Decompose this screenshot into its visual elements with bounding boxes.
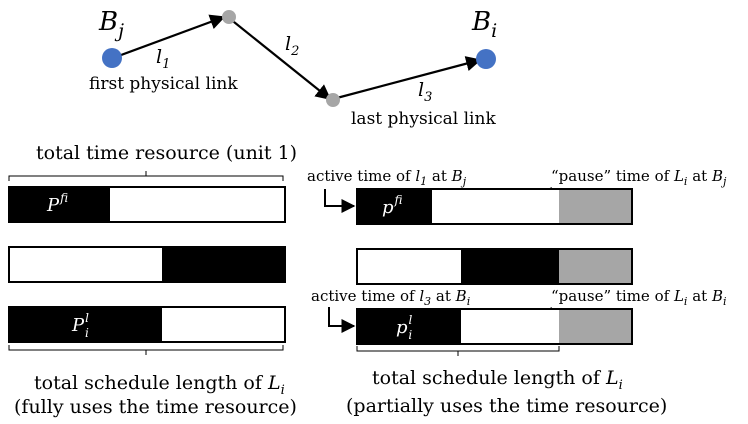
right-bottom-label-line2: (partially uses the time resource)	[346, 395, 667, 417]
active-time-l3-label: active time of l3 at Bi	[311, 287, 470, 308]
right-panel: active time of l1 at Bj “pause” time of …	[307, 167, 727, 417]
right-bottom-brace	[356, 346, 560, 356]
link-l3-arrow	[332, 56, 482, 101]
link-l2-label: l2	[285, 33, 299, 59]
link-l1-label: l1	[156, 46, 170, 72]
source-node	[102, 48, 122, 68]
link-l2-arrow	[228, 17, 332, 100]
left-bottom-brace	[8, 345, 284, 355]
dest-node-label: Bi	[471, 7, 497, 42]
left-bar-1: Pfi	[8, 186, 286, 223]
active-time-l3-arrow	[328, 307, 356, 333]
dest-node	[476, 49, 496, 69]
link-l1-arrow	[112, 14, 226, 60]
link-path: Bj Bi l1 l2 l3 first physical link last …	[89, 7, 497, 129]
left-bar-2	[8, 246, 286, 283]
left-top-brace	[8, 171, 284, 181]
link-l3-label: l3	[418, 79, 432, 105]
right-bar-1-label: pfi	[382, 193, 403, 218]
left-bottom-label: total schedule length of Li	[34, 372, 285, 398]
last-link-caption: last physical link	[351, 109, 496, 129]
left-bar-1-label: Pfi	[46, 191, 68, 216]
left-panel: total time resource (unit 1) Pfi Pli tot…	[8, 142, 297, 418]
pause-time-bj-label: “pause” time of Li at Bj	[551, 167, 727, 188]
right-bar-1: pfi	[356, 188, 633, 225]
left-bottom-label-line2: (fully uses the time resource)	[14, 396, 297, 418]
active-time-l1-label: active time of l1 at Bj	[307, 167, 467, 188]
first-link-caption: first physical link	[89, 74, 238, 94]
pause-time-bi-label: “pause” time of Li at Bi	[551, 287, 727, 308]
right-bar-2	[356, 248, 633, 285]
right-bottom-label: total schedule length of Li	[372, 367, 623, 393]
relay-node-1	[222, 10, 236, 24]
relay-node-2	[326, 93, 340, 107]
source-node-label: Bj	[98, 7, 124, 42]
active-time-l1-arrow	[324, 189, 356, 213]
left-top-label: total time resource (unit 1)	[36, 142, 297, 164]
